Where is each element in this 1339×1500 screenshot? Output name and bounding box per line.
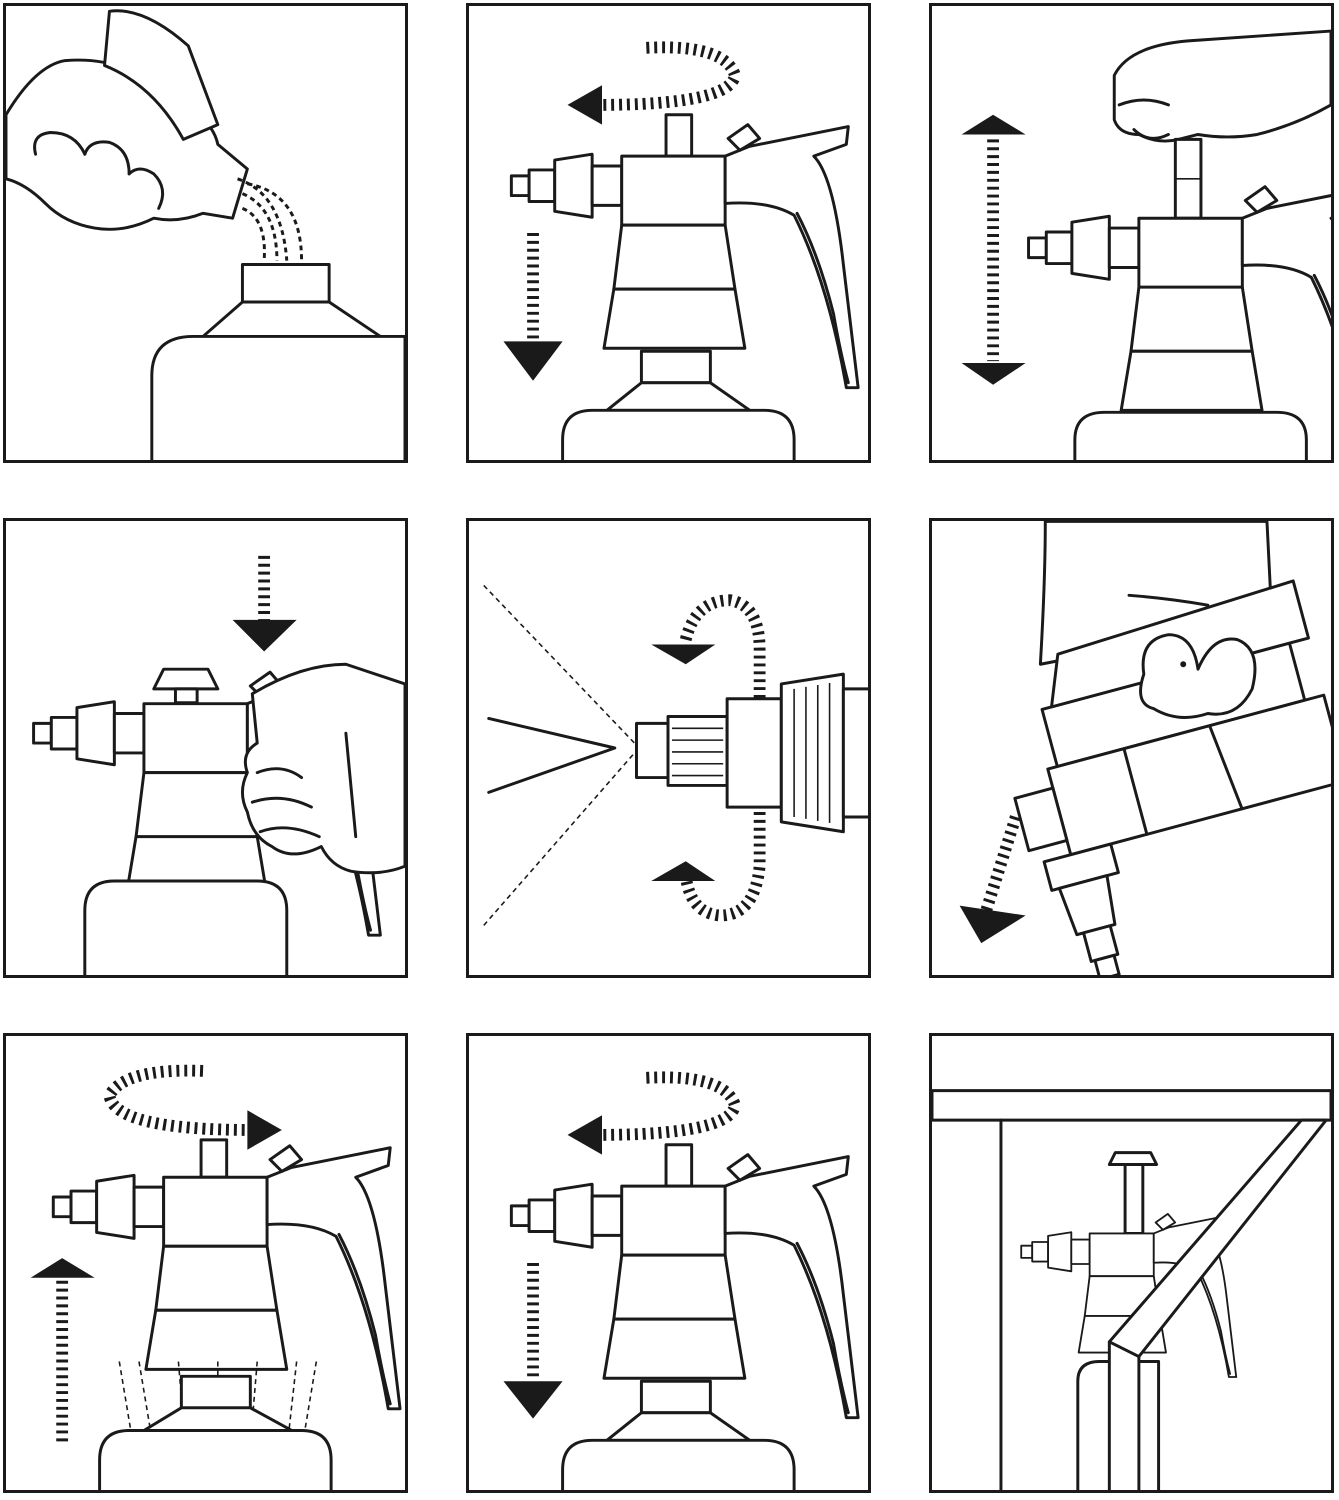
screw-on-sprayer-head-icon <box>503 41 859 460</box>
pump-handle-up-down-icon <box>961 29 1331 460</box>
step-9-store-panel <box>929 1033 1334 1493</box>
step-5-adjust-nozzle-panel <box>466 518 871 978</box>
pour-liquid-into-bottle-icon <box>6 9 405 460</box>
step-2-screw-on-head-panel <box>466 3 871 463</box>
unscrew-release-pressure-icon <box>30 1064 401 1490</box>
press-pump-down-icon <box>33 555 405 975</box>
step-6-squeeze-trigger-panel <box>929 518 1334 978</box>
screw-on-sprayer-head-icon <box>503 1071 859 1490</box>
squeeze-trigger-spray-icon <box>959 521 1331 975</box>
store-in-cabinet-icon <box>932 1089 1331 1490</box>
adjust-spray-nozzle-icon <box>483 584 868 926</box>
step-3-pump-panel <box>929 3 1334 463</box>
step-8-screw-on-head-panel <box>466 1033 871 1493</box>
step-7-unscrew-panel <box>3 1033 408 1493</box>
step-1-pour-liquid-panel <box>3 3 408 463</box>
step-4-press-down-panel <box>3 518 408 978</box>
